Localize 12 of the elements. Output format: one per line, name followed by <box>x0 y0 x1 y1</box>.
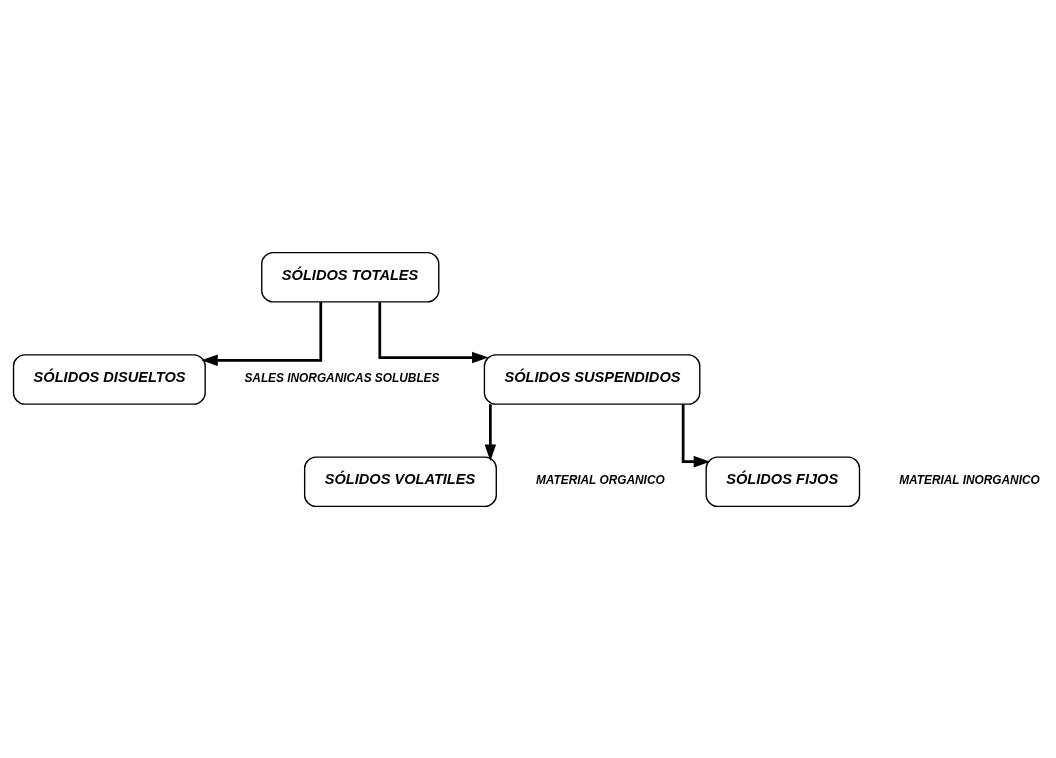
node-box: SÓLIDOS DISUELTOS <box>12 353 206 405</box>
node-label: SALES INORGANICAS SOLUBLES <box>244 370 440 385</box>
node-box: SÓLIDOS FIJOS <box>705 455 861 507</box>
arrow <box>201 301 323 366</box>
arrow <box>378 301 489 363</box>
node-box: SÓLIDOS SUSPENDIDOS <box>483 353 701 405</box>
arrow <box>484 403 497 461</box>
node-label: MATERIAL INORGANICO <box>899 472 1040 487</box>
node-label: MATERIAL ORGANICO <box>535 472 665 487</box>
arrow <box>681 403 711 467</box>
node-box: SÓLIDOS VOLATILES <box>303 455 497 507</box>
node-box: SÓLIDOS TOTALES <box>261 251 440 303</box>
